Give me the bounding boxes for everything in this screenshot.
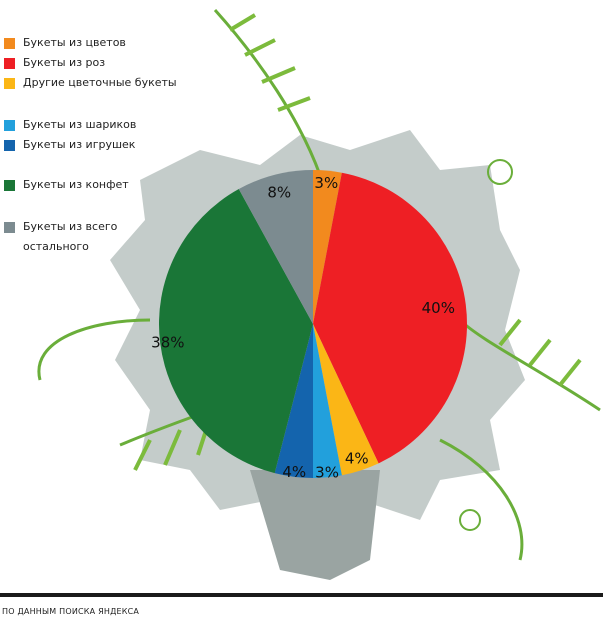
slice-label: 4%	[282, 463, 306, 481]
legend-item: Другие цветочные букеты	[4, 76, 177, 93]
legend-swatch	[4, 180, 15, 191]
pie-slice	[313, 324, 342, 478]
legend-label-line1: Букеты из всего	[23, 220, 118, 233]
pie-slice	[313, 172, 467, 464]
spiral-tendril	[487, 159, 513, 185]
source-note: ПО ДАННЫМ ПОИСКА ЯНДЕКСА	[2, 607, 140, 616]
pie-slice	[313, 324, 379, 476]
legend-item: Букеты из цветов	[4, 36, 126, 53]
slice-label: 3%	[315, 464, 339, 482]
legend-item: Букеты из шариков	[4, 118, 136, 135]
slice-label: 8%	[267, 184, 291, 202]
pie-slice	[238, 170, 313, 324]
legend-label: Другие цветочные букеты	[23, 76, 177, 89]
legend-label-line2: остального	[23, 240, 89, 253]
legend-swatch	[4, 38, 15, 49]
legend-swatch	[4, 120, 15, 131]
legend-item: Букеты из конфет	[4, 178, 129, 195]
pie-slice	[313, 170, 342, 324]
legend-swatch	[4, 140, 15, 151]
wrapper-bottom-shape	[250, 470, 380, 580]
legend-swatch	[4, 222, 15, 233]
divider	[0, 593, 603, 597]
legend-label: Букеты из всего остального	[23, 217, 117, 257]
slice-label: 38%	[151, 333, 184, 351]
spiral-tendril	[459, 509, 481, 531]
legend-swatch	[4, 78, 15, 89]
legend-item: Букеты из всего остального	[4, 220, 117, 257]
legend-swatch	[4, 58, 15, 69]
pie-slice	[274, 324, 313, 478]
pie-slice	[159, 189, 313, 474]
slice-label: 40%	[422, 299, 455, 317]
legend-item: Букеты из игрушек	[4, 138, 135, 155]
legend-label: Букеты из роз	[23, 56, 106, 69]
slice-label: 4%	[345, 450, 369, 468]
legend-label: Букеты из шариков	[23, 118, 137, 131]
legend-label: Букеты из игрушек	[23, 138, 136, 151]
legend-label: Букеты из цветов	[23, 36, 126, 49]
legend-item: Букеты из роз	[4, 56, 105, 73]
legend-label: Букеты из конфет	[23, 178, 129, 191]
slice-label: 3%	[314, 174, 338, 192]
fern-fronds	[133, 13, 582, 471]
